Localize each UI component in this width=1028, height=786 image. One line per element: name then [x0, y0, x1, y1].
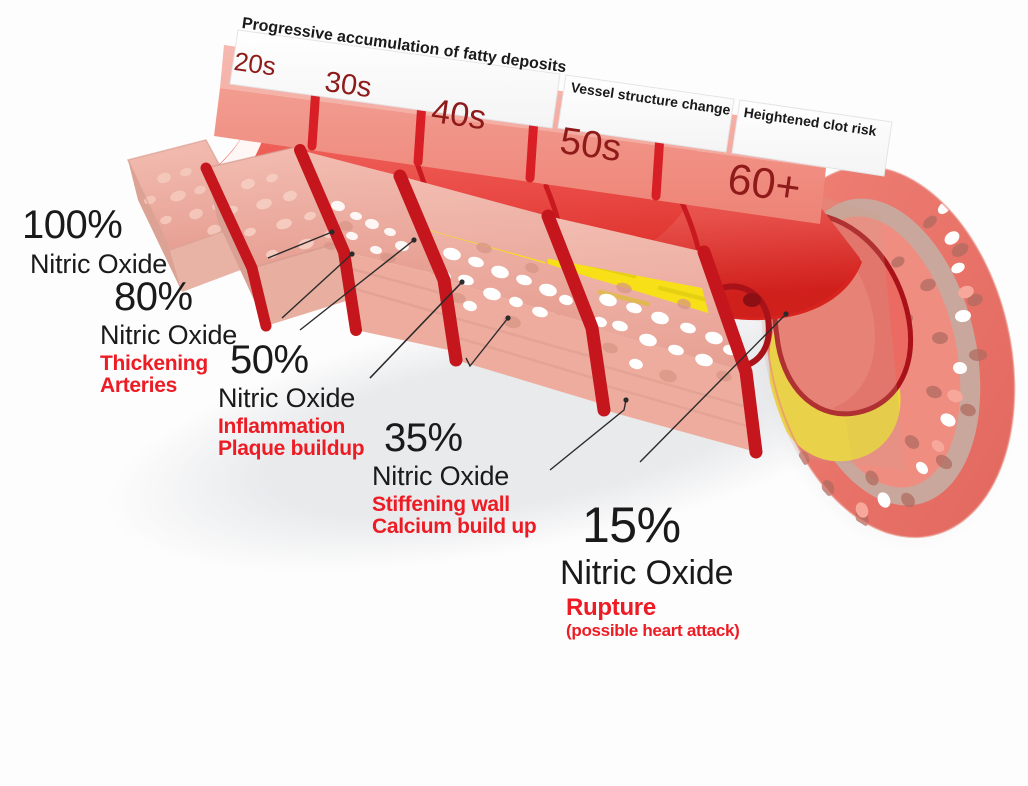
segment-step-edge-40s	[294, 144, 362, 336]
stage-callout-80: 80% Nitric Oxide Thickening Arteries	[100, 277, 237, 396]
stage-100-substance: Nitric Oxide	[30, 249, 168, 279]
artery-wall-segments	[126, 139, 763, 459]
segment-step-edge-50s	[393, 169, 463, 367]
segment1-cells	[144, 167, 240, 236]
stage-callout-100: 100% Nitric Oxide	[22, 205, 167, 278]
age-stage-40s: 40s	[428, 92, 489, 138]
stage-80-percent: 80%	[114, 275, 193, 319]
stage-50-symptom-1: Inflammation	[218, 415, 346, 438]
stage-callout-15: 15% Nitric Oxide Rupture (possible heart…	[560, 500, 740, 639]
stage-15-symptom-2: (possible heart attack)	[566, 621, 740, 640]
stage-15-substance: Nitric Oxide	[560, 554, 734, 592]
age-stage-60plus: 60+	[724, 155, 804, 213]
age-stage-20s: 20s	[232, 46, 278, 82]
stage-callout-50: 50% Nitric Oxide Inflammation Plaque bui…	[218, 338, 365, 460]
segment-step-edge-60plus	[541, 209, 611, 417]
stage-35-symptom-1: Stiffening wall	[372, 493, 510, 516]
wall-segment-30s	[200, 145, 362, 332]
stage-50-substance: Nitric Oxide	[218, 383, 356, 413]
stage-callout-35: 35% Nitric Oxide Stiffening wall Calcium…	[372, 416, 537, 538]
stage-50-percent: 50%	[230, 338, 309, 382]
stage-80-symptom-2: Arteries	[100, 374, 177, 397]
stage-35-percent: 35%	[384, 416, 463, 460]
stage-80-symptom-1: Thickening	[100, 352, 208, 375]
leader-lines	[267, 229, 789, 471]
stage-15-percent: 15%	[582, 497, 681, 553]
segment2-cells	[226, 173, 336, 259]
age-stage-30s: 30s	[322, 66, 374, 105]
segment-step-edge-30s	[200, 162, 272, 332]
stage-35-substance: Nitric Oxide	[372, 461, 510, 491]
stage-80-substance: Nitric Oxide	[100, 320, 238, 350]
stage-100-percent: 100%	[22, 203, 123, 247]
segment-step-edge-final	[697, 245, 763, 459]
stage-35-symptom-2: Calcium build up	[372, 515, 537, 538]
age-stage-50s: 50s	[557, 120, 624, 171]
wall-segment-50s	[393, 169, 602, 404]
stage-50-symptom-2: Plaque buildup	[218, 437, 365, 460]
segment3-cells	[331, 200, 409, 255]
stage-15-symptom-1: Rupture	[566, 594, 656, 621]
clot-dot	[743, 293, 761, 307]
